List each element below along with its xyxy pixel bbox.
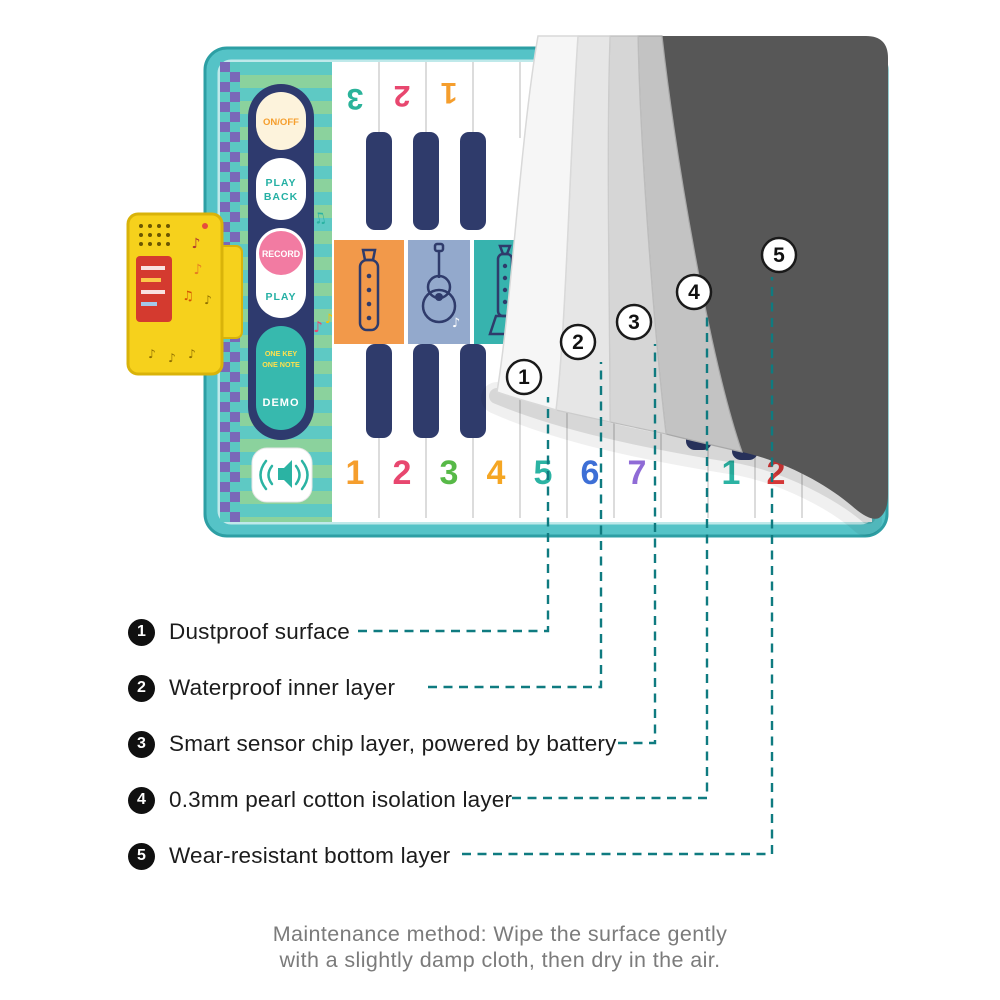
one-key-label: ONE KEY <box>265 349 298 358</box>
peel-shadow <box>489 388 876 524</box>
record-label: RECORD <box>262 249 300 259</box>
callout-4: 4 <box>675 273 713 311</box>
callout-1: 1 <box>505 358 543 396</box>
legend-badge: 5 <box>128 842 155 870</box>
top-key-number: 2 <box>394 79 411 112</box>
svg-text:♪: ♪ <box>204 293 212 307</box>
on-off-button: ON/OFF <box>256 92 306 150</box>
callout-number: 5 <box>773 244 785 267</box>
led-indicator <box>202 223 208 229</box>
legend-badge: 4 <box>128 786 155 814</box>
svg-text:♪: ♪ <box>168 351 176 365</box>
legend-label: Wear-resistant bottom layer <box>169 843 451 868</box>
top-keyboard <box>378 62 521 138</box>
bottom-key-numbers: 1 2 3 4 5 6 7 1 2 <box>346 454 786 492</box>
connector-lines <box>358 277 774 856</box>
play2-label: PLAY <box>265 291 296 303</box>
legend-label: Dustproof surface <box>169 619 350 644</box>
key-number: 1 <box>346 454 365 492</box>
guitar-icon <box>421 242 457 324</box>
key-number: 5 <box>534 454 553 492</box>
layer-dustproof-surface <box>496 35 579 411</box>
top-key-number: 3 <box>347 82 364 115</box>
key-number: 7 <box>628 454 647 492</box>
key-number: 6 <box>581 454 600 492</box>
legend-label: Waterproof inner layer <box>169 675 396 700</box>
one-note-label: ONE NOTE <box>262 360 300 369</box>
layer-wear-resistant-bottom <box>662 36 888 519</box>
key-number: 2 <box>393 454 412 492</box>
back-label: BACK <box>264 191 298 203</box>
legend-item-2: 2 Waterproof inner layer <box>128 674 617 702</box>
maintenance-line-1: Maintenance method: Wipe the surface gen… <box>272 922 728 946</box>
music-note-icon: ♫ <box>312 208 329 228</box>
speaker-grille <box>139 224 170 246</box>
key-number: 1 <box>722 454 741 492</box>
demo-button: ONE KEY ONE NOTE DEMO <box>256 326 306 430</box>
legend-label: 0.3mm pearl cotton isolation layer <box>169 787 513 812</box>
connector-line-3 <box>618 344 657 745</box>
callout-number: 3 <box>628 311 640 334</box>
connector-line-2 <box>428 362 603 689</box>
play-back-button: PLAY BACK <box>256 158 306 220</box>
legend-item-4: 4 0.3mm pearl cotton isolation layer <box>128 786 617 814</box>
connector-line-4 <box>512 314 709 800</box>
svg-text:♫: ♫ <box>182 289 194 304</box>
callout-3: 3 <box>615 303 653 341</box>
layer-callouts: 1 2 3 4 5 <box>505 236 798 396</box>
play-label: PLAY <box>265 177 296 189</box>
speaker-icon <box>251 447 313 503</box>
maintenance-line-2: with a slightly damp cloth, then dry in … <box>279 948 721 972</box>
demo-label: DEMO <box>263 397 300 409</box>
connector-line-1 <box>358 397 550 633</box>
connector-line-5 <box>462 277 774 856</box>
callout-2: 2 <box>559 323 597 361</box>
key-number: 4 <box>487 454 506 492</box>
legend-badge: 2 <box>128 674 155 702</box>
legend-badge: 3 <box>128 730 155 758</box>
legend-item-1: 1 Dustproof surface <box>128 618 617 646</box>
callout-number: 1 <box>518 366 530 389</box>
recorder-icon <box>358 248 380 332</box>
decorative-notes: ♫ ♪ ♪ <box>312 208 334 336</box>
music-note-icon: ♪ <box>313 318 323 336</box>
svg-text:♪: ♪ <box>188 347 196 361</box>
legend-item-5: 5 Wear-resistant bottom layer <box>128 842 617 870</box>
record-play-button: RECORD PLAY <box>256 228 306 318</box>
product-sticker <box>136 256 172 322</box>
svg-text:♪: ♪ <box>148 347 156 361</box>
layer-legend: 1 Dustproof surface 2 Waterproof inner l… <box>128 618 617 870</box>
callout-5: 5 <box>760 236 798 274</box>
callout-number: 4 <box>688 281 700 304</box>
legend-item-3: 3 Smart sensor chip layer, powered by ba… <box>128 730 617 758</box>
music-note-icon: ♪ <box>452 316 460 331</box>
battery-sound-box: ♪ ♪ ♫ ♪ ♪ ♪ ♪ <box>126 212 243 376</box>
key-number: 3 <box>440 454 459 492</box>
music-note-icon: ♪ <box>325 312 333 327</box>
legend-label: Smart sensor chip layer, powered by batt… <box>169 731 617 756</box>
legend-badge: 1 <box>128 618 155 646</box>
callout-number: 2 <box>572 331 584 354</box>
on-off-label: ON/OFF <box>263 117 299 128</box>
svg-text:♪: ♪ <box>194 262 203 278</box>
maintenance-note: Maintenance method: Wipe the surface gen… <box>0 921 1000 973</box>
top-key-numbers: 3 2 1 <box>347 76 458 115</box>
note-buttons: ♪ ♪ ♫ ♪ ♪ ♪ ♪ <box>148 236 212 365</box>
control-panel: ON/OFF PLAY BACK RECORD PLAY ONE KEY ONE… <box>248 84 314 503</box>
top-black-keys <box>366 132 486 230</box>
svg-text:♪: ♪ <box>192 236 201 252</box>
top-key-number: 1 <box>441 76 458 109</box>
